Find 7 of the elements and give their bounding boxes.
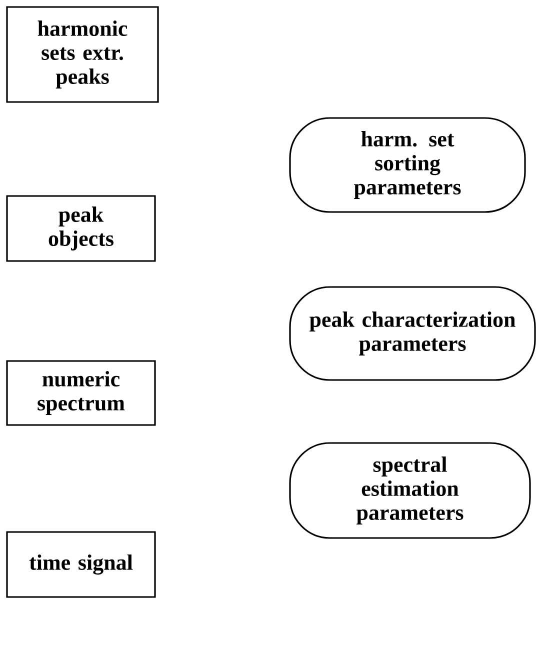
process-box: peak objects (6, 195, 156, 262)
parameter-box: peak characterization parameters (289, 286, 536, 381)
process-box: time signal (6, 531, 156, 598)
process-box: harmonic sets extr. peaks (6, 6, 159, 103)
process-box: numeric spectrum (6, 360, 156, 426)
parameter-box: spectral estimation parameters (289, 442, 531, 539)
parameter-box: harm. set sorting parameters (289, 117, 526, 213)
